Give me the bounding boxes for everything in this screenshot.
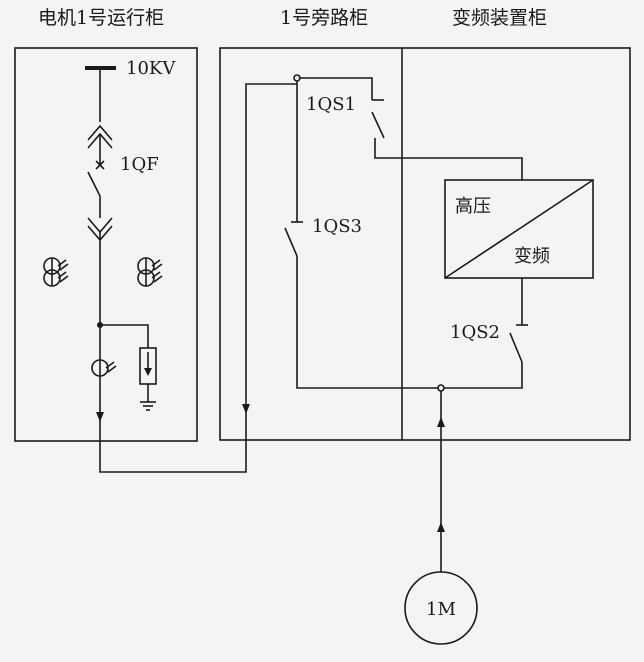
qs2-blade — [509, 332, 523, 363]
current-transformer-left-icon — [43, 257, 69, 287]
current-transformer-right-icon — [137, 257, 163, 287]
ground-icon — [140, 401, 156, 411]
arrester-branch — [100, 324, 149, 348]
header-bypass-cabinet: 1号旁路柜 — [280, 7, 368, 29]
motor-icon — [404, 571, 478, 645]
surge-arrester-icon — [139, 347, 157, 402]
motor-cabinet-frame — [14, 47, 198, 442]
arrow-up-top-icon — [437, 417, 445, 427]
plug-contact-upper-icon — [87, 124, 113, 141]
qs3-blade — [284, 227, 298, 257]
vfd-diagonal — [444, 179, 594, 279]
cable-motor-to-bypass — [99, 83, 297, 473]
qs3-label: 1QS3 — [312, 216, 362, 237]
output-node — [437, 384, 445, 392]
arrow-up-motor-icon — [437, 522, 445, 532]
breaker-label: 1QF — [120, 154, 159, 175]
voltage-label: 10KV — [126, 58, 176, 79]
vfd-label-top: 高压 — [455, 196, 491, 217]
qs1-label: 1QS1 — [306, 94, 356, 115]
header-motor-cabinet: 电机1号运行柜 — [38, 7, 164, 29]
bypass-vfd-frame — [219, 47, 631, 441]
vfd-box — [444, 179, 594, 279]
wire-bypass-bottom — [296, 256, 438, 389]
bypass-node-top — [293, 74, 301, 82]
header-vfd-cabinet: 变频装置柜 — [452, 7, 547, 29]
vfd-label-bottom: 变频 — [514, 246, 550, 267]
motor-label: 1M — [426, 599, 456, 620]
arrow-down-icon — [96, 412, 104, 422]
qs1-blade — [371, 111, 385, 139]
zero-sequence-ct-icon — [91, 359, 117, 377]
breaker-blade — [87, 171, 101, 197]
wire-qs2-to-node — [444, 362, 523, 389]
wire-qs1-to-vfd — [374, 138, 523, 180]
arrow-down-bypass-icon — [242, 404, 250, 414]
qs2-label: 1QS2 — [450, 322, 500, 343]
